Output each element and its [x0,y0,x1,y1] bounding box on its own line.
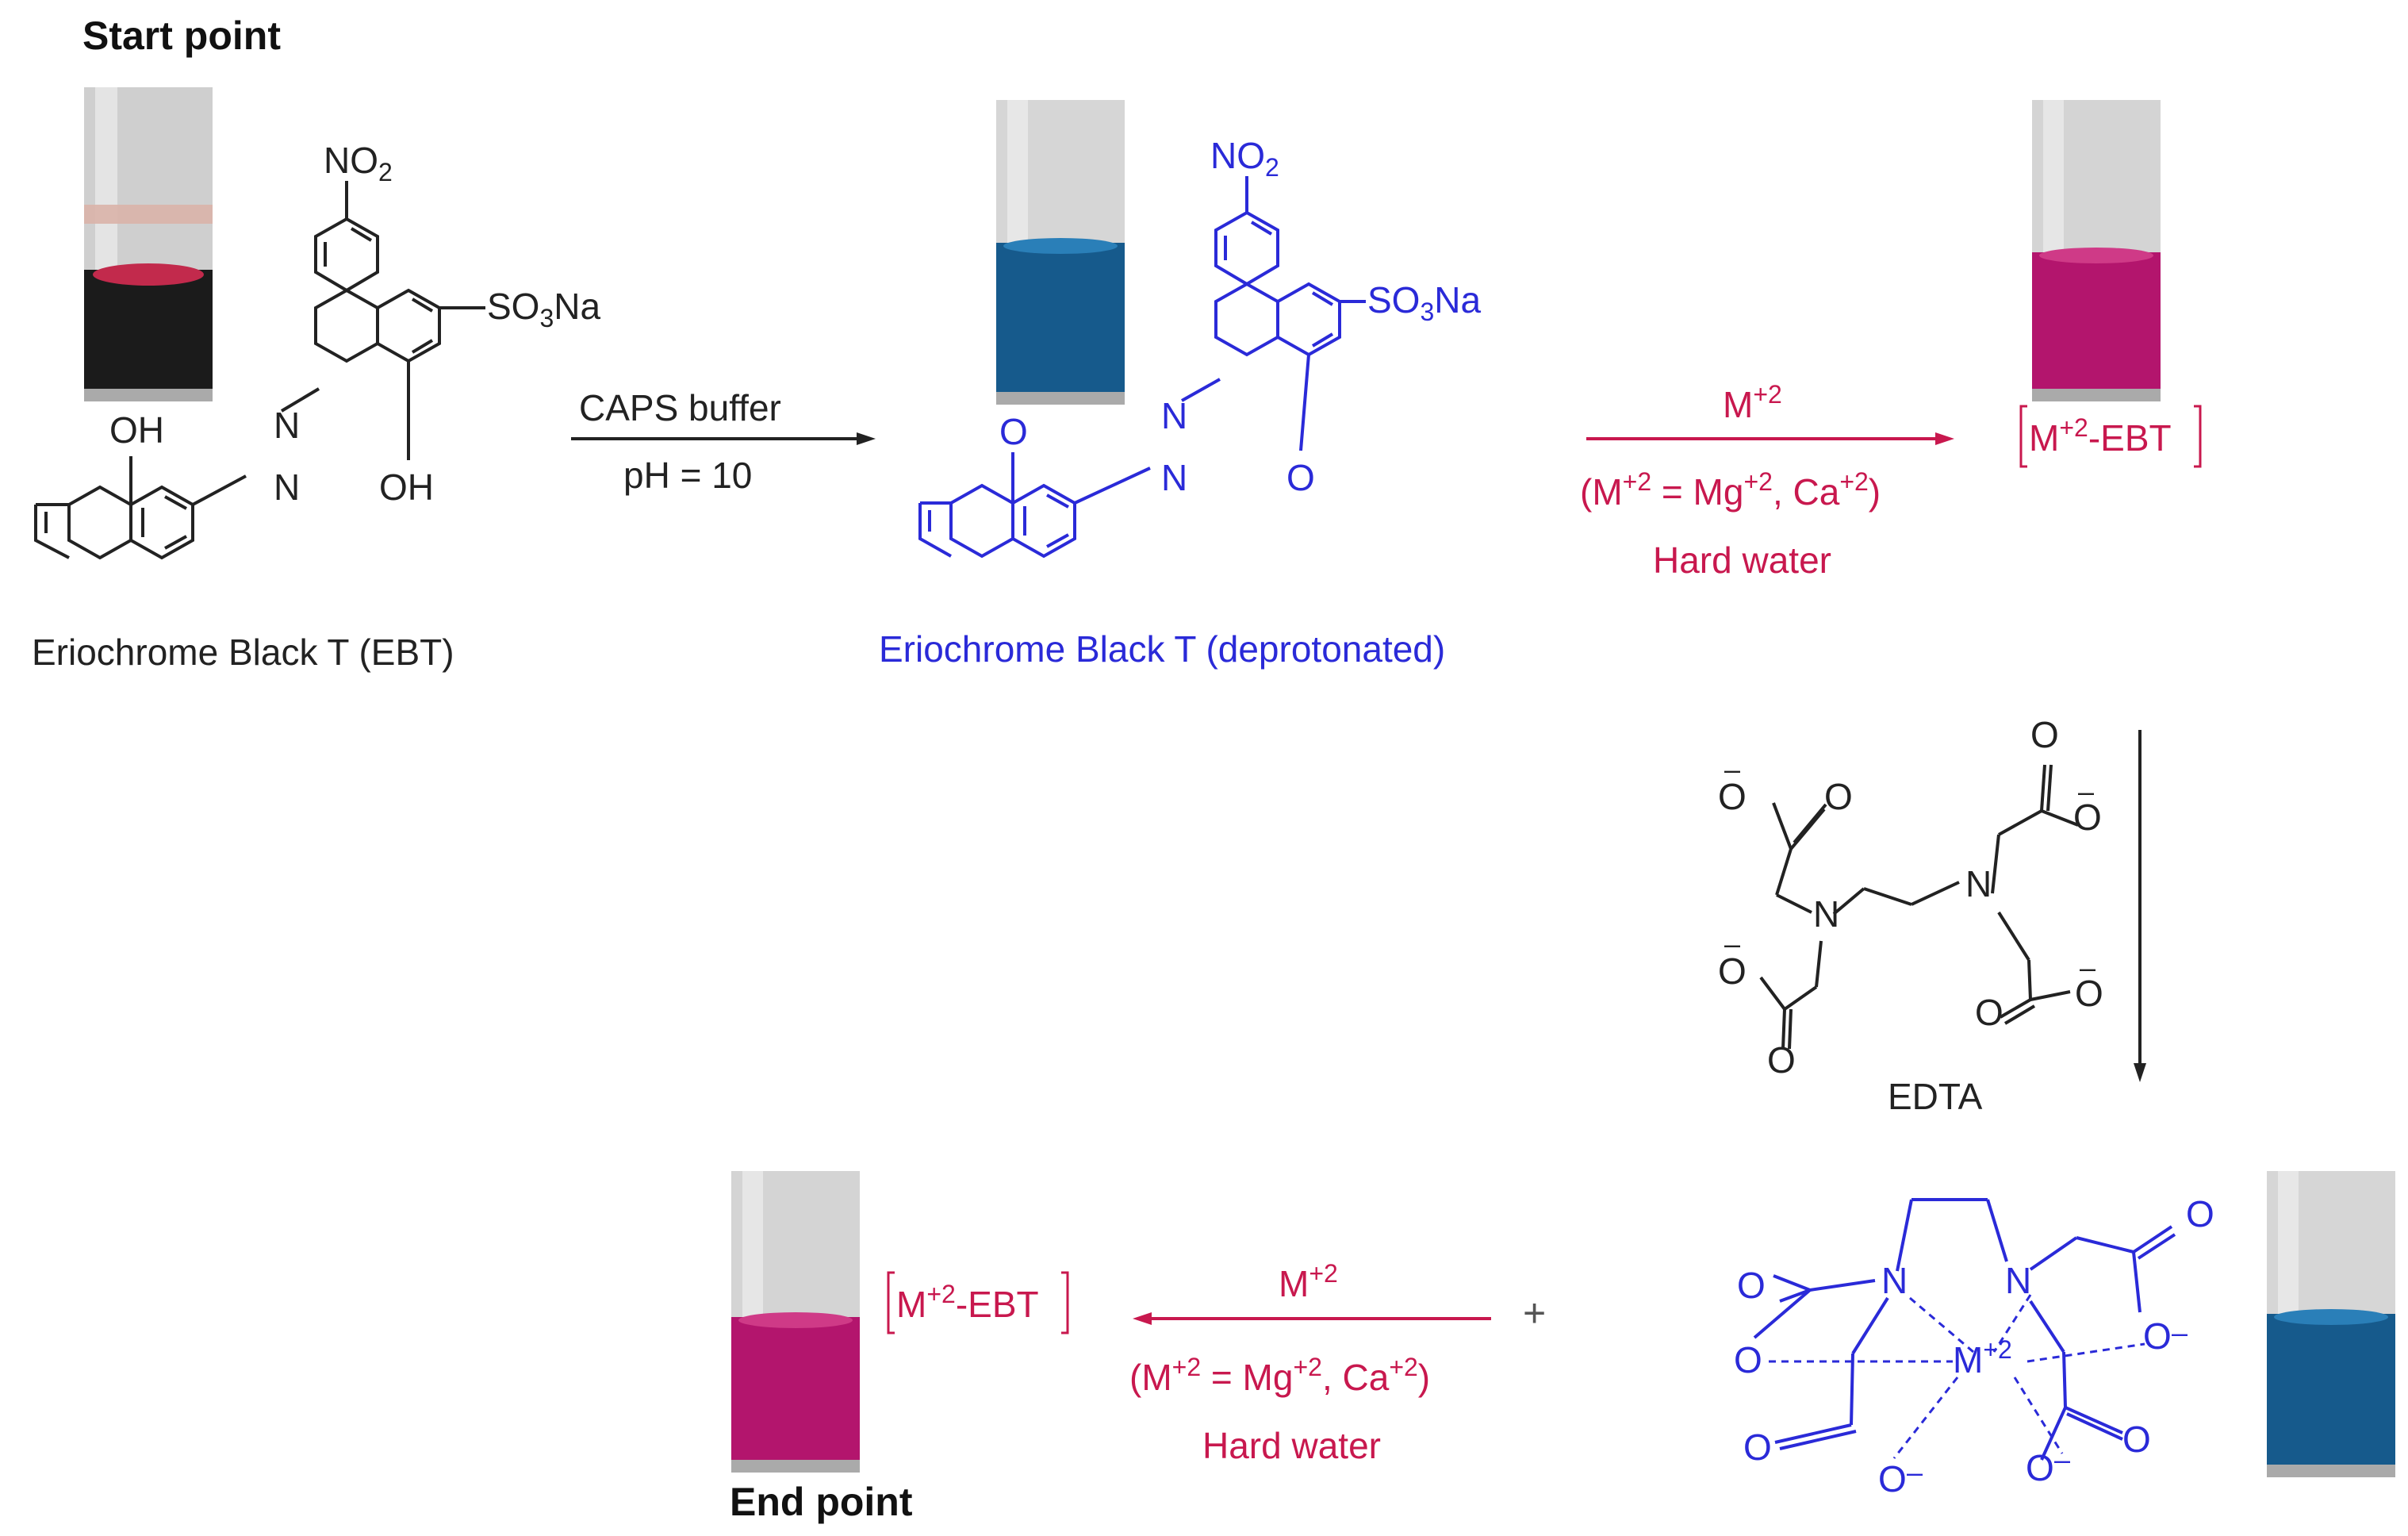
svg-text:N: N [1965,863,1992,904]
svg-text:O: O [2075,973,2103,1014]
arrow-metal-excess [1133,1312,1491,1325]
svg-text:–: – [2172,1316,2188,1349]
svg-text:O: O [1718,950,1747,992]
edta-structure [1759,764,2079,1050]
svg-text:M+2-EBT: M+2-EBT [896,1280,1039,1325]
svg-text:N: N [1161,457,1187,498]
ebt-deprotonated-structure [918,176,1366,559]
ebt-atom-labels: NO2 SO3Na OH N N OH [109,140,600,508]
arrow-edta-titration [2134,730,2146,1082]
svg-text:NO2: NO2 [1210,135,1279,182]
svg-text:N: N [274,467,300,508]
arrow3-top-label: M+2 [1279,1259,1338,1304]
svg-text:OH: OH [379,467,434,508]
arrow-metal-addition [1586,432,1954,445]
svg-text:O: O [1737,1265,1766,1306]
svg-text:O: O [1975,992,2003,1033]
ebt-deprotonated-atom-labels: NO2 SO3Na O N N O [999,135,1481,498]
svg-text:O: O [1734,1339,1762,1380]
edta-atom-labels: O – O N N O O – O – O O O – [1718,714,2103,1081]
svg-text:–: – [1907,1456,1923,1488]
vial-end [731,1171,860,1473]
arrow1-bottom-label: pH = 10 [623,455,752,496]
svg-text:N: N [2005,1260,2031,1301]
arrow2-condition-label: (M+2 = Mg+2, Ca+2) [1580,467,1881,513]
svg-text:–: – [2080,951,2095,984]
svg-text:O: O [1824,776,1853,817]
svg-text:–: – [2054,1443,2070,1476]
svg-text:O: O [2122,1419,2151,1460]
ebt-caption: Eriochrome Black T (EBT) [32,632,454,673]
metal-edta-atom-labels: N N O O O O – M+2 O O O – O – [1734,1193,2214,1500]
svg-text:OH: OH [109,409,164,451]
ebt-structure [34,181,485,560]
plus-sign: + [1523,1291,1546,1335]
vial-edta-complex [2267,1171,2395,1477]
start-point-label: Start point [82,13,281,58]
svg-text:O: O [1743,1427,1772,1468]
svg-text:N: N [274,405,300,446]
svg-text:O: O [2030,714,2059,755]
ebt-deprotonated-caption: Eriochrome Black T (deprotonated) [879,628,1445,670]
svg-text:O: O [2073,797,2102,838]
svg-text:NO2: NO2 [324,140,393,186]
arrow1-top-label: CAPS buffer [579,387,781,428]
svg-text:–: – [1724,753,1740,785]
edta-caption: EDTA [1888,1076,1983,1117]
svg-text:O: O [2186,1193,2214,1235]
svg-text:O: O [1718,776,1747,817]
svg-text:O: O [2143,1315,2172,1357]
vial-start [84,87,213,401]
svg-text:SO3Na: SO3Na [1367,279,1481,326]
complex-tag-top: M+2-EBT [2019,405,2202,468]
svg-text:O: O [2026,1447,2054,1488]
metal-edta-complex-structure [1753,1198,2176,1461]
arrow2-note-label: Hard water [1653,540,1831,581]
metal-edta-coordination-bonds [1769,1294,2145,1459]
end-point-label: End point [730,1480,913,1524]
svg-text:O: O [1286,457,1315,498]
arrow3-condition-label: (M+2 = Mg+2, Ca+2) [1129,1353,1430,1398]
complex-tag-bottom: M+2-EBT [887,1271,1069,1334]
svg-text:N: N [1813,893,1839,935]
svg-text:O: O [999,411,1028,452]
arrow-caps-buffer [571,432,876,445]
vial-buffered [996,100,1125,405]
svg-text:M+2-EBT: M+2-EBT [2029,413,2172,459]
vial-complexed [2032,100,2161,401]
arrow2-top-label: M+2 [1723,380,1782,425]
arrow3-note-label: Hard water [1202,1425,1381,1466]
svg-text:–: – [1724,927,1740,960]
svg-text:N: N [1161,395,1187,436]
svg-text:–: – [2078,775,2094,808]
svg-text:O: O [1878,1458,1907,1500]
svg-text:O: O [1767,1039,1796,1081]
svg-text:N: N [1881,1260,1908,1301]
svg-text:SO3Na: SO3Na [487,286,600,332]
svg-text:M+2: M+2 [1953,1335,2012,1380]
